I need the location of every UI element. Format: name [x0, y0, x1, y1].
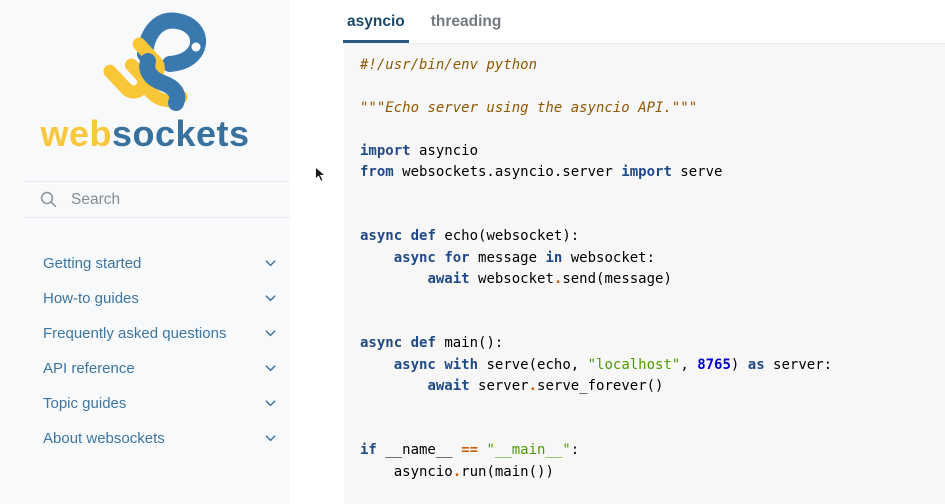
search-input[interactable]	[69, 189, 263, 210]
wordmark-web: web	[40, 113, 112, 154]
sidebar-item-how-to-guides[interactable]: How-to guides	[0, 281, 290, 316]
main-content: asyncio threading #!/usr/bin/env python …	[290, 0, 945, 504]
sidebar-item-faq[interactable]: Frequently asked questions	[0, 316, 290, 351]
code-lines: #!/usr/bin/env python """Echo server usi…	[360, 57, 833, 480]
sidebar-item-topic-guides[interactable]: Topic guides	[0, 386, 290, 421]
chevron-down-icon	[264, 292, 277, 305]
sidebar-item-about-websockets[interactable]: About websockets	[0, 421, 290, 456]
wordmark-sockets: sockets	[111, 113, 250, 154]
search-icon	[40, 191, 57, 208]
sidebar-item-label: Getting started	[43, 255, 142, 272]
chevron-down-icon	[264, 257, 277, 270]
sidebar-item-label: Topic guides	[43, 395, 127, 412]
websockets-logo-icon	[103, 12, 207, 111]
tab-asyncio-label: asyncio	[347, 12, 405, 30]
sidebar-nav: Getting started How-to guides Frequently…	[0, 246, 290, 456]
code-tab-bar: asyncio threading	[290, 0, 945, 43]
chevron-down-icon	[264, 397, 277, 410]
code-block: #!/usr/bin/env python """Echo server usi…	[344, 43, 945, 504]
sidebar-item-label: API reference	[43, 360, 135, 377]
snake-eye	[191, 42, 201, 52]
chevron-down-icon	[264, 432, 277, 445]
tab-threading[interactable]: threading	[428, 0, 505, 43]
sidebar-item-label: About websockets	[43, 430, 165, 447]
logo-link[interactable]: websockets	[0, 0, 290, 154]
sidebar-item-label: Frequently asked questions	[43, 325, 227, 342]
chevron-down-icon	[264, 327, 277, 340]
tab-threading-label: threading	[430, 12, 502, 30]
search-row	[24, 181, 290, 218]
logo-wordmark: websockets	[0, 114, 290, 154]
sidebar: websockets Getting started How-to guides…	[0, 0, 290, 504]
tab-asyncio[interactable]: asyncio	[343, 0, 409, 43]
sidebar-item-getting-started[interactable]: Getting started	[0, 246, 290, 281]
chevron-down-icon	[264, 362, 277, 375]
sidebar-item-api-reference[interactable]: API reference	[0, 351, 290, 386]
sidebar-item-label: How-to guides	[43, 290, 139, 307]
